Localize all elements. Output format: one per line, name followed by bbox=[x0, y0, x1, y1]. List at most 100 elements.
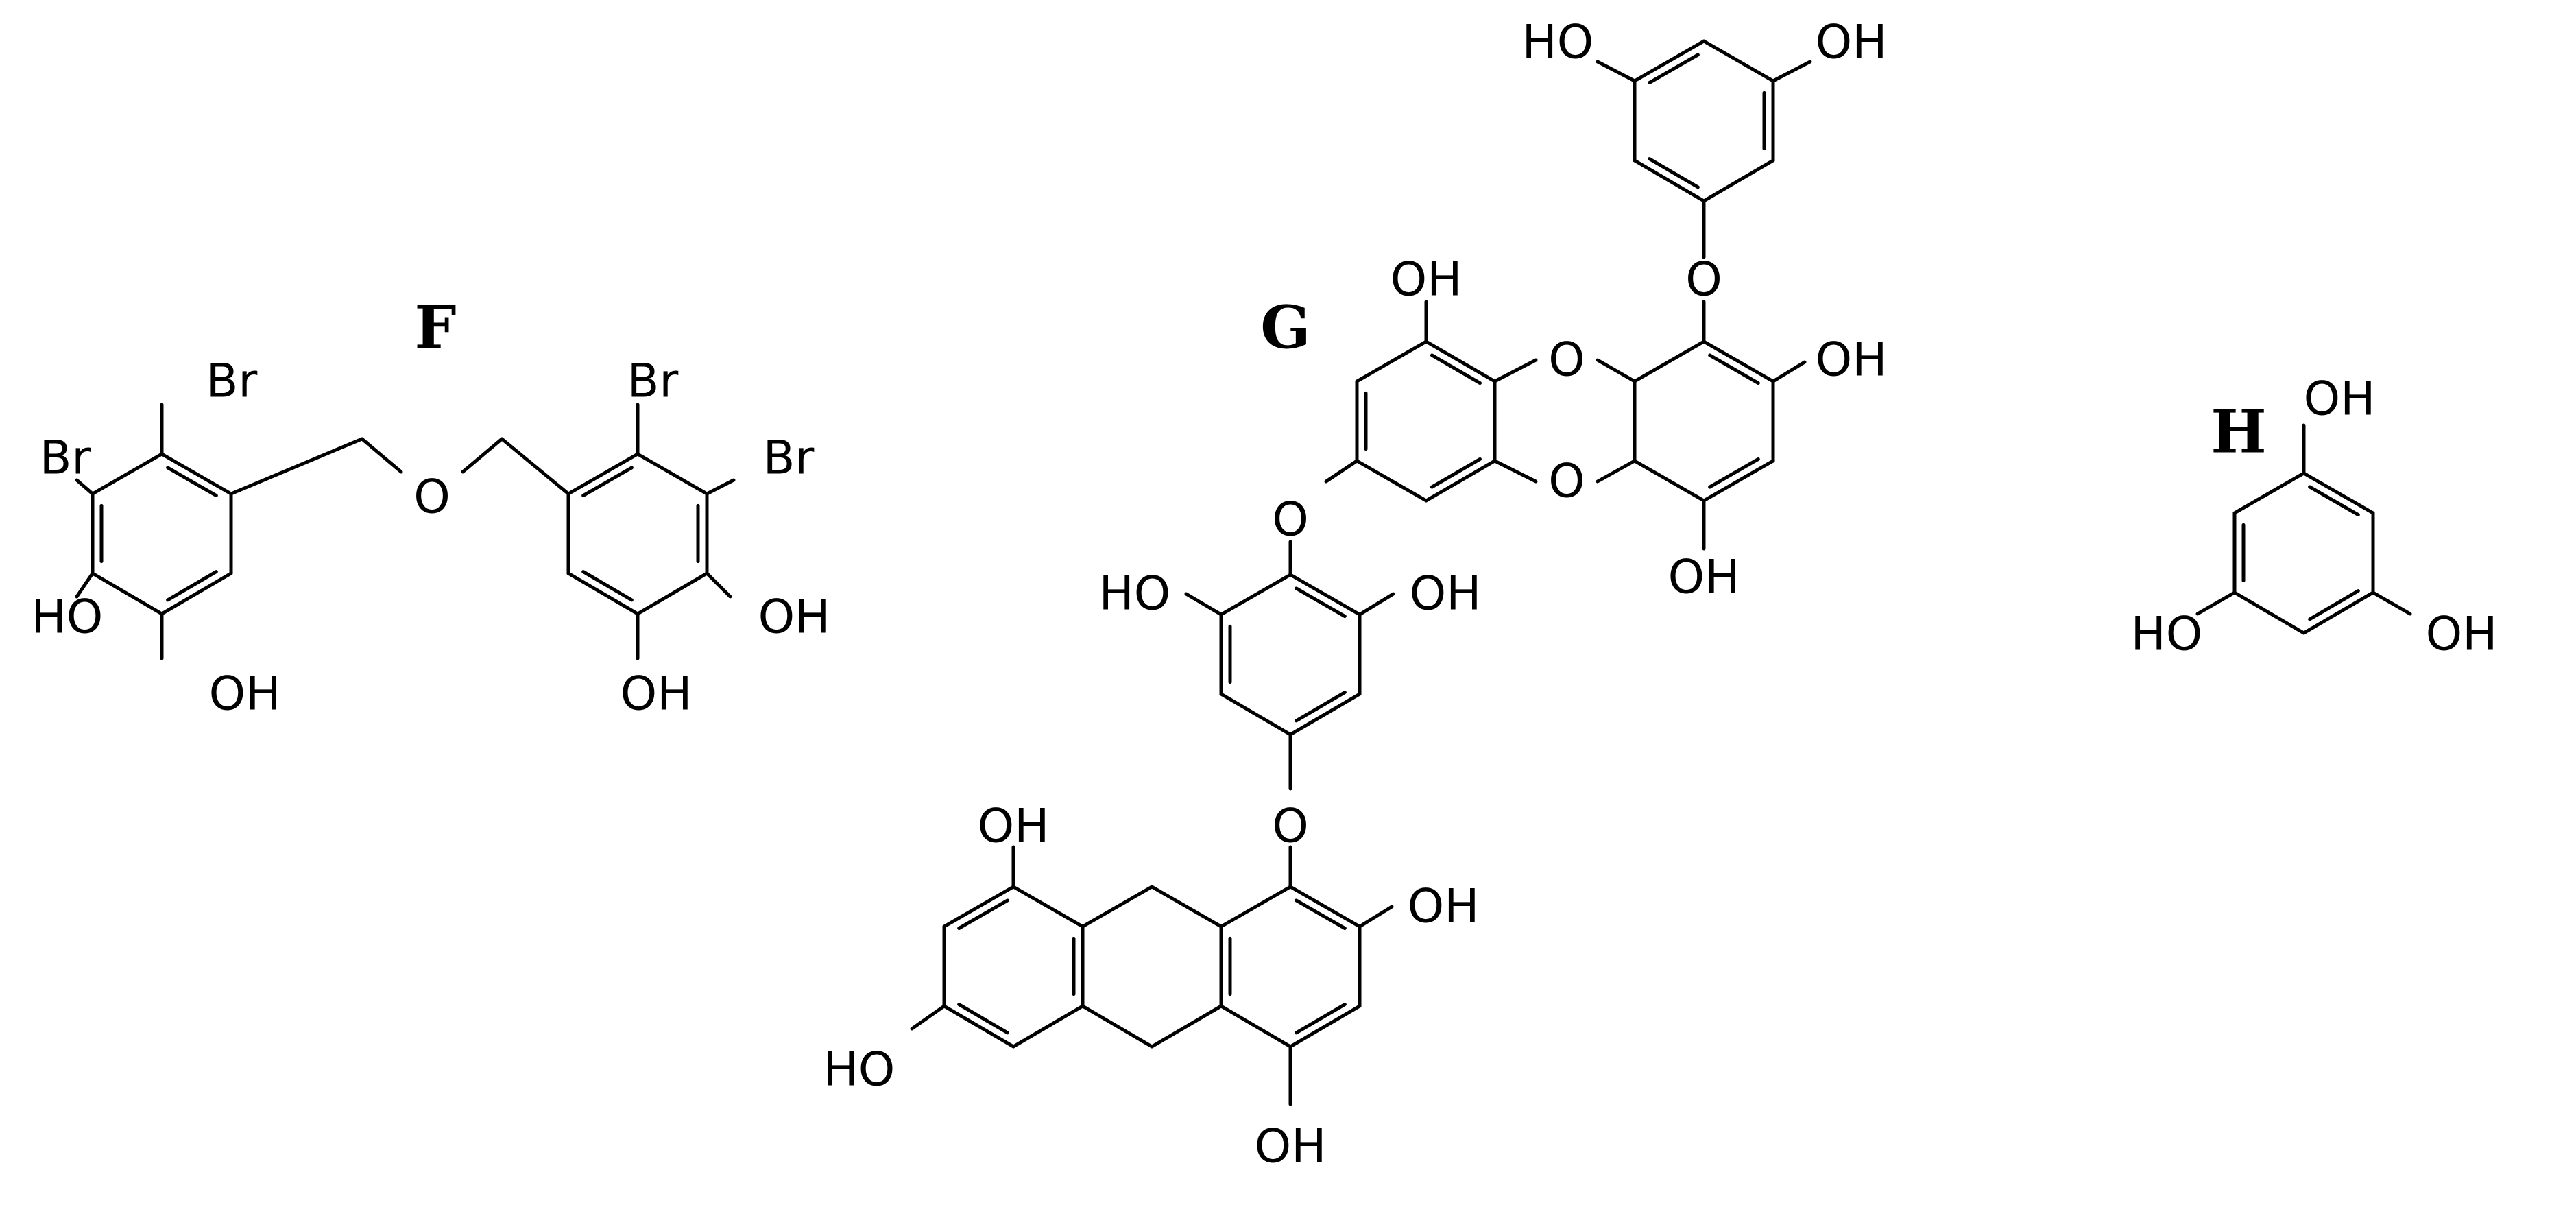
h-oh-label: OH bbox=[2426, 608, 2498, 662]
g-dioxin-left-ring-bond bbox=[1355, 339, 1428, 383]
g-dioxin-left-ring-double-bond bbox=[1430, 353, 1482, 385]
g-lower-left-ring-bond bbox=[1011, 885, 1085, 929]
f-left-ring-bond bbox=[160, 571, 233, 616]
g-oh-label: OH bbox=[1255, 1120, 1327, 1174]
g-top-ring-bond bbox=[1702, 158, 1775, 203]
f-left-ring-bond bbox=[160, 452, 233, 496]
f-right-ring-double-bond bbox=[581, 466, 634, 498]
g-lower-left-ring-bond bbox=[942, 885, 1015, 929]
g-dioxin-right-ring-double-bond bbox=[1708, 457, 1760, 489]
f-br-bond bbox=[705, 478, 736, 496]
g-oh-label: OH bbox=[1816, 16, 1888, 70]
h-oh-bond bbox=[2371, 590, 2412, 616]
g-lower-left-ring-double-bond bbox=[957, 898, 1009, 931]
g-oh-label: OH bbox=[1408, 880, 1480, 934]
g-dioxin-right-ring-bond bbox=[1702, 339, 1775, 383]
g-dioxin-right-ring-bond bbox=[1633, 459, 1706, 503]
h-ring-bond bbox=[2232, 590, 2306, 635]
f-o-bond bbox=[360, 437, 403, 474]
g-top-ring-double-bond bbox=[1648, 157, 1700, 189]
g-middle-ring-bond bbox=[1219, 692, 1292, 737]
f-oh-label: OH bbox=[209, 667, 281, 721]
g-top-ring-bond bbox=[1702, 39, 1775, 83]
h-ring-bond bbox=[2302, 590, 2375, 635]
g-ether-bond bbox=[1324, 459, 1359, 484]
compound-label-f: F bbox=[414, 294, 456, 363]
f-br-label: Br bbox=[40, 431, 91, 486]
f-oh-bond bbox=[705, 571, 732, 599]
g-middle-ring-bond bbox=[1288, 692, 1362, 737]
g-ch2-bond bbox=[1081, 885, 1154, 929]
f-br-label: Br bbox=[206, 355, 258, 409]
g-dioxin-bond bbox=[1596, 358, 1637, 383]
f-right-ring-bond bbox=[566, 452, 640, 496]
f-br-label: Br bbox=[627, 355, 679, 409]
f-left-ring-bond bbox=[91, 571, 164, 616]
f-right-ring-double-bond bbox=[581, 570, 634, 602]
g-lower-left-ring-bond bbox=[1011, 1004, 1085, 1049]
g-ch2-bond bbox=[1081, 1004, 1154, 1049]
g-ether-o-label: O bbox=[1272, 493, 1309, 547]
g-lower-right-ring-double-bond bbox=[1295, 898, 1347, 931]
g-ho-label: HO bbox=[823, 1043, 895, 1097]
g-oh-bond bbox=[910, 1004, 946, 1031]
g-ch2-bond bbox=[1150, 885, 1223, 929]
f-oh-label: OH bbox=[758, 590, 830, 645]
g-top-ring-double-bond bbox=[1648, 53, 1700, 85]
g-ho-label: HO bbox=[1522, 16, 1594, 70]
h-ring-bond bbox=[2232, 471, 2306, 515]
g-top-ring-bond bbox=[1633, 39, 1706, 83]
g-oh-label: OH bbox=[1668, 551, 1740, 605]
g-middle-ring-bond bbox=[1288, 573, 1362, 617]
g-ho-label: HO bbox=[1099, 567, 1171, 621]
g-ether-o-label: O bbox=[1685, 253, 1722, 307]
g-lower-left-ring-bond bbox=[942, 1004, 1015, 1049]
g-oh-bond bbox=[1596, 60, 1637, 83]
g-middle-ring-double-bond bbox=[1295, 691, 1347, 723]
g-dioxin-right-ring-bond bbox=[1633, 339, 1706, 383]
h-oh-label: OH bbox=[2304, 372, 2376, 427]
g-lower-right-ring-bond bbox=[1219, 1004, 1292, 1049]
g-dioxin-right-ring-bond bbox=[1702, 459, 1775, 503]
g-dioxin-bond bbox=[1596, 459, 1637, 484]
f-ho-label: HO bbox=[32, 590, 104, 645]
g-oh-bond bbox=[1771, 60, 1812, 83]
g-dioxin-left-ring-bond bbox=[1424, 459, 1497, 503]
g-oh-label: OH bbox=[1410, 567, 1482, 621]
compound-label-g: G bbox=[1260, 294, 1310, 363]
g-middle-ring-bond bbox=[1219, 573, 1292, 617]
f-oh-label: OH bbox=[621, 667, 693, 721]
h-oh-bond bbox=[2195, 590, 2237, 616]
g-dioxin-o-label: O bbox=[1548, 455, 1585, 509]
f-ch2-bond bbox=[229, 437, 364, 496]
g-dioxin-left-ring-bond bbox=[1424, 339, 1497, 383]
f-right-ring-bond bbox=[566, 571, 640, 616]
g-ether-o-label: O bbox=[1272, 800, 1309, 854]
g-ch2-bond bbox=[1150, 1004, 1223, 1049]
g-lower-left-ring-double-bond bbox=[957, 1003, 1009, 1035]
h-ring-bond bbox=[2302, 471, 2375, 515]
g-lower-right-ring-double-bond bbox=[1295, 1003, 1347, 1035]
f-ether-o-label: O bbox=[413, 470, 450, 525]
f-br-label: Br bbox=[763, 431, 815, 486]
f-left-ring-double-bond bbox=[166, 466, 218, 498]
f-br-bond bbox=[75, 478, 95, 496]
g-oh-bond bbox=[1358, 592, 1395, 617]
g-dioxin-bond bbox=[1493, 358, 1538, 383]
g-middle-ring-double-bond bbox=[1295, 586, 1347, 619]
f-right-ring-bond bbox=[636, 571, 709, 616]
f-left-ring-bond bbox=[91, 452, 164, 496]
f-ch2-bond bbox=[500, 437, 570, 496]
f-o-bond bbox=[461, 437, 504, 474]
g-oh-bond bbox=[1184, 592, 1223, 617]
g-oh-label: OH bbox=[978, 800, 1050, 854]
g-dioxin-o-label: O bbox=[1548, 333, 1585, 387]
g-dioxin-bond bbox=[1493, 459, 1538, 484]
g-lower-right-ring-bond bbox=[1288, 885, 1362, 929]
g-oh-bond bbox=[1358, 905, 1394, 929]
g-oh-bond bbox=[1771, 360, 1807, 383]
g-top-ring-bond bbox=[1633, 158, 1706, 203]
g-dioxin-left-ring-bond bbox=[1355, 459, 1428, 503]
g-oh-label: OH bbox=[1391, 253, 1462, 307]
